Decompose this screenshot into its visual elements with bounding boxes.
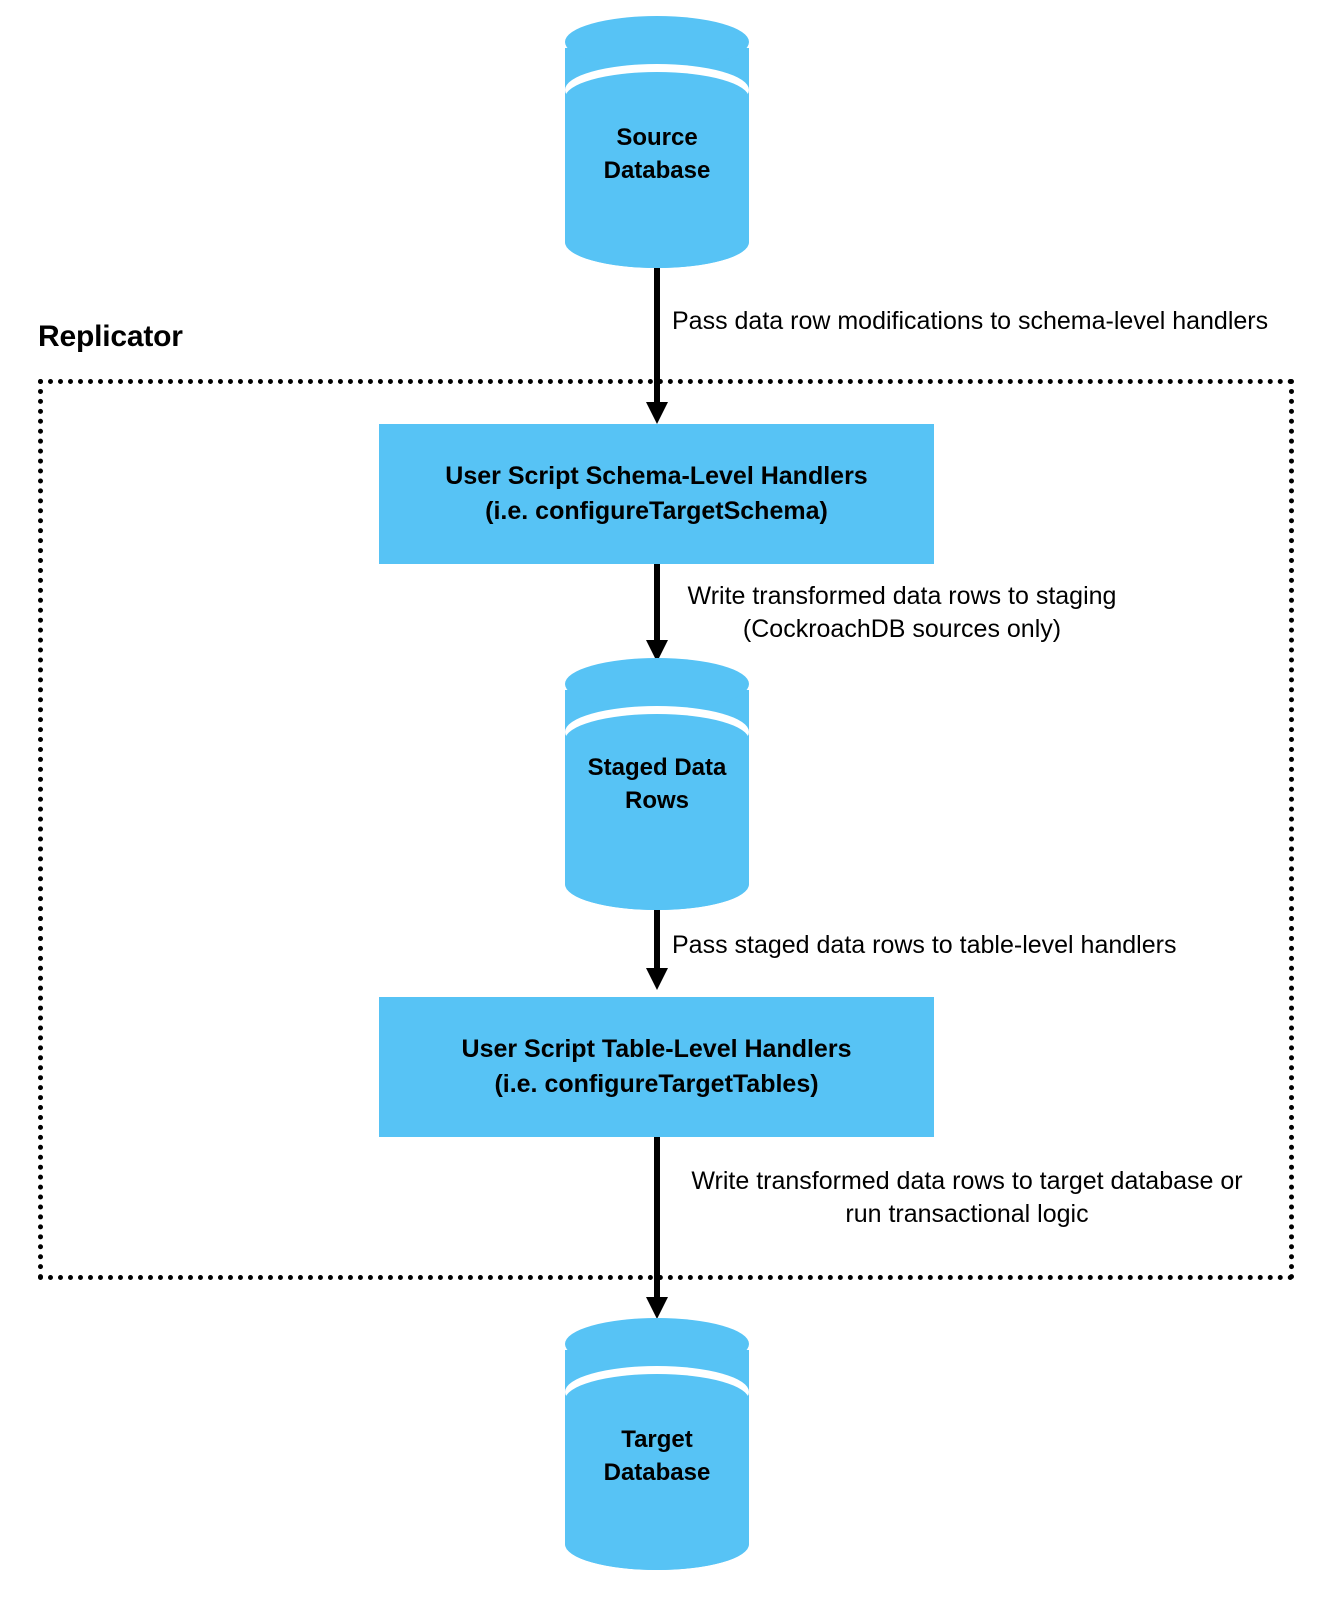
edge-arrowhead xyxy=(646,1297,668,1319)
edge-arrowhead xyxy=(646,402,668,424)
edge-arrowhead xyxy=(646,968,668,990)
node-schema-level-handlers: User Script Schema-Level Handlers (i.e. … xyxy=(379,424,934,564)
edge-arrowhead xyxy=(646,640,668,662)
node-source-database: Source Database xyxy=(565,16,749,268)
replicator-boundary-box xyxy=(38,379,1294,1280)
edge-table-to-target-label: Write transformed data rows to target da… xyxy=(691,1167,1243,1228)
edge-schema-to-staged-label: Write transformed data rows to staging (… xyxy=(687,582,1117,643)
node-table-level-handlers-label: User Script Table-Level Handlers (i.e. c… xyxy=(461,1035,852,1098)
edge-line xyxy=(654,1137,660,1297)
cylinder-top-ellipse xyxy=(565,658,749,710)
edge-line xyxy=(654,564,660,640)
edge-staged-to-table-label: Pass staged data rows to table-level han… xyxy=(672,931,1177,959)
cylinder-face xyxy=(565,714,749,910)
replicator-boundary-label: Replicator xyxy=(38,320,183,353)
node-staged-data-rows-label: Staged Data Rows xyxy=(587,754,727,814)
node-table-level-handlers: User Script Table-Level Handlers (i.e. c… xyxy=(379,997,934,1137)
node-target-database: Target Database xyxy=(565,1318,749,1570)
node-schema-level-handlers-label: User Script Schema-Level Handlers (i.e. … xyxy=(445,462,868,525)
edge-line xyxy=(654,908,660,968)
node-target-database-label: Target Database xyxy=(603,1426,711,1486)
cylinder-top-ellipse xyxy=(565,16,749,68)
node-source-database-label: Source Database xyxy=(603,124,711,184)
edge-source-to-schema-label: Pass data row modifications to schema-le… xyxy=(672,307,1269,335)
cylinder-face xyxy=(565,72,749,268)
node-staged-data-rows: Staged Data Rows xyxy=(565,658,749,910)
edge-line xyxy=(654,268,660,402)
cylinder-top-ellipse xyxy=(565,1318,749,1370)
cylinder-face xyxy=(565,1374,749,1570)
